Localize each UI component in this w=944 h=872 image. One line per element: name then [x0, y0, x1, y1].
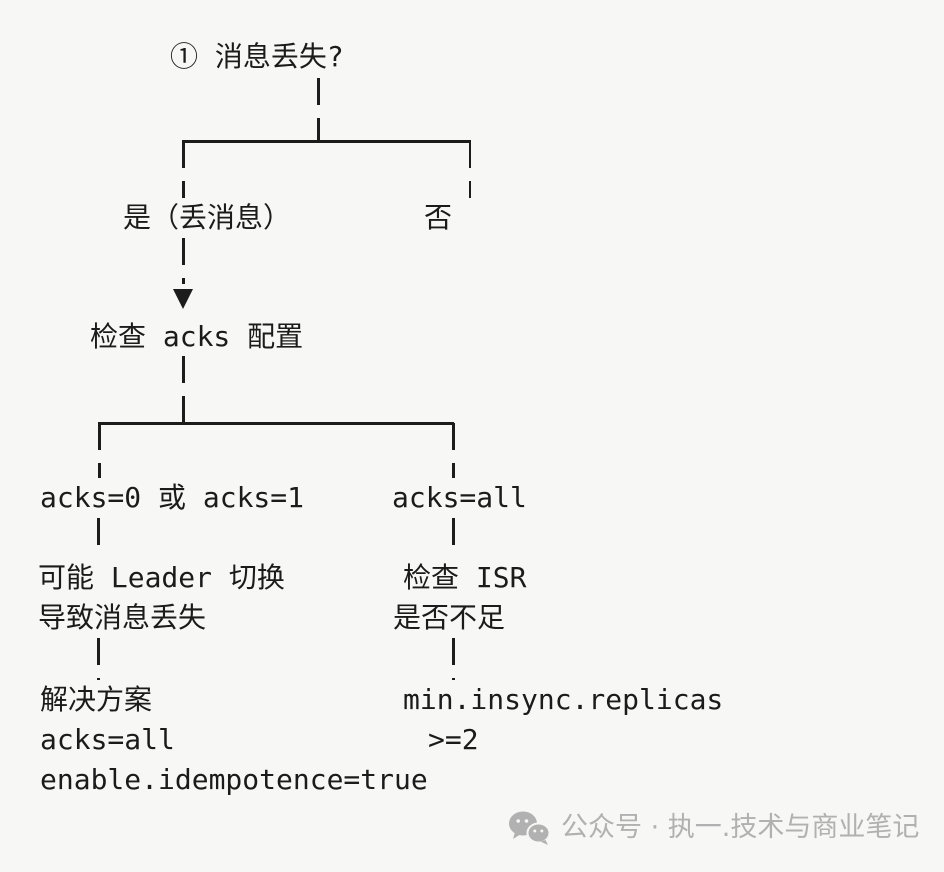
branch-yes-label: 是（丢消息）	[123, 201, 292, 234]
connector-left-cause-stem	[97, 518, 100, 558]
connector-branch1-horizontal	[182, 140, 471, 143]
left-cause-line2: 导致消息丢失	[38, 601, 207, 634]
connector-yes-stem	[182, 238, 185, 284]
right-solution-line2: >=2	[428, 723, 479, 756]
connector-branch2-left-drop	[98, 423, 101, 478]
connector-branch1-left-drop	[182, 141, 185, 198]
left-solution-line2: acks=all	[40, 723, 175, 756]
watermark: 公众号 · 执一.技术与商业笔记	[508, 808, 919, 848]
watermark-text: 公众号 · 执一.技术与商业笔记	[561, 812, 920, 843]
arrow-down-icon	[173, 289, 193, 309]
right-check-line2: 是否不足	[393, 601, 506, 634]
right-solution-line1: min.insync.replicas	[403, 683, 724, 716]
connector-title-stem	[317, 78, 320, 140]
connector-branch1-right-drop	[468, 141, 471, 198]
branch-acksall-label: acks=all	[392, 481, 527, 514]
connector-branch2-right-drop	[452, 423, 455, 478]
connector-acks-stem	[182, 356, 185, 422]
right-check-line1: 检查 ISR	[403, 561, 527, 594]
connector-branch2-horizontal	[98, 422, 454, 425]
left-solution-line1: 解决方案	[40, 683, 153, 716]
connector-right-solution-stem	[452, 638, 455, 680]
question-title: ① 消息丢失?	[170, 40, 344, 73]
branch-acks01-label: acks=0 或 acks=1	[40, 481, 305, 514]
left-cause-line1: 可能 Leader 切换	[38, 561, 285, 594]
wechat-icon	[508, 810, 552, 846]
check-acks-label: 检查 acks 配置	[90, 320, 304, 353]
branch-no-label: 否	[424, 201, 453, 234]
connector-right-check-stem	[452, 518, 455, 558]
left-solution-line3: enable.idempotence=true	[40, 763, 428, 796]
connector-left-solution-stem	[97, 638, 100, 680]
